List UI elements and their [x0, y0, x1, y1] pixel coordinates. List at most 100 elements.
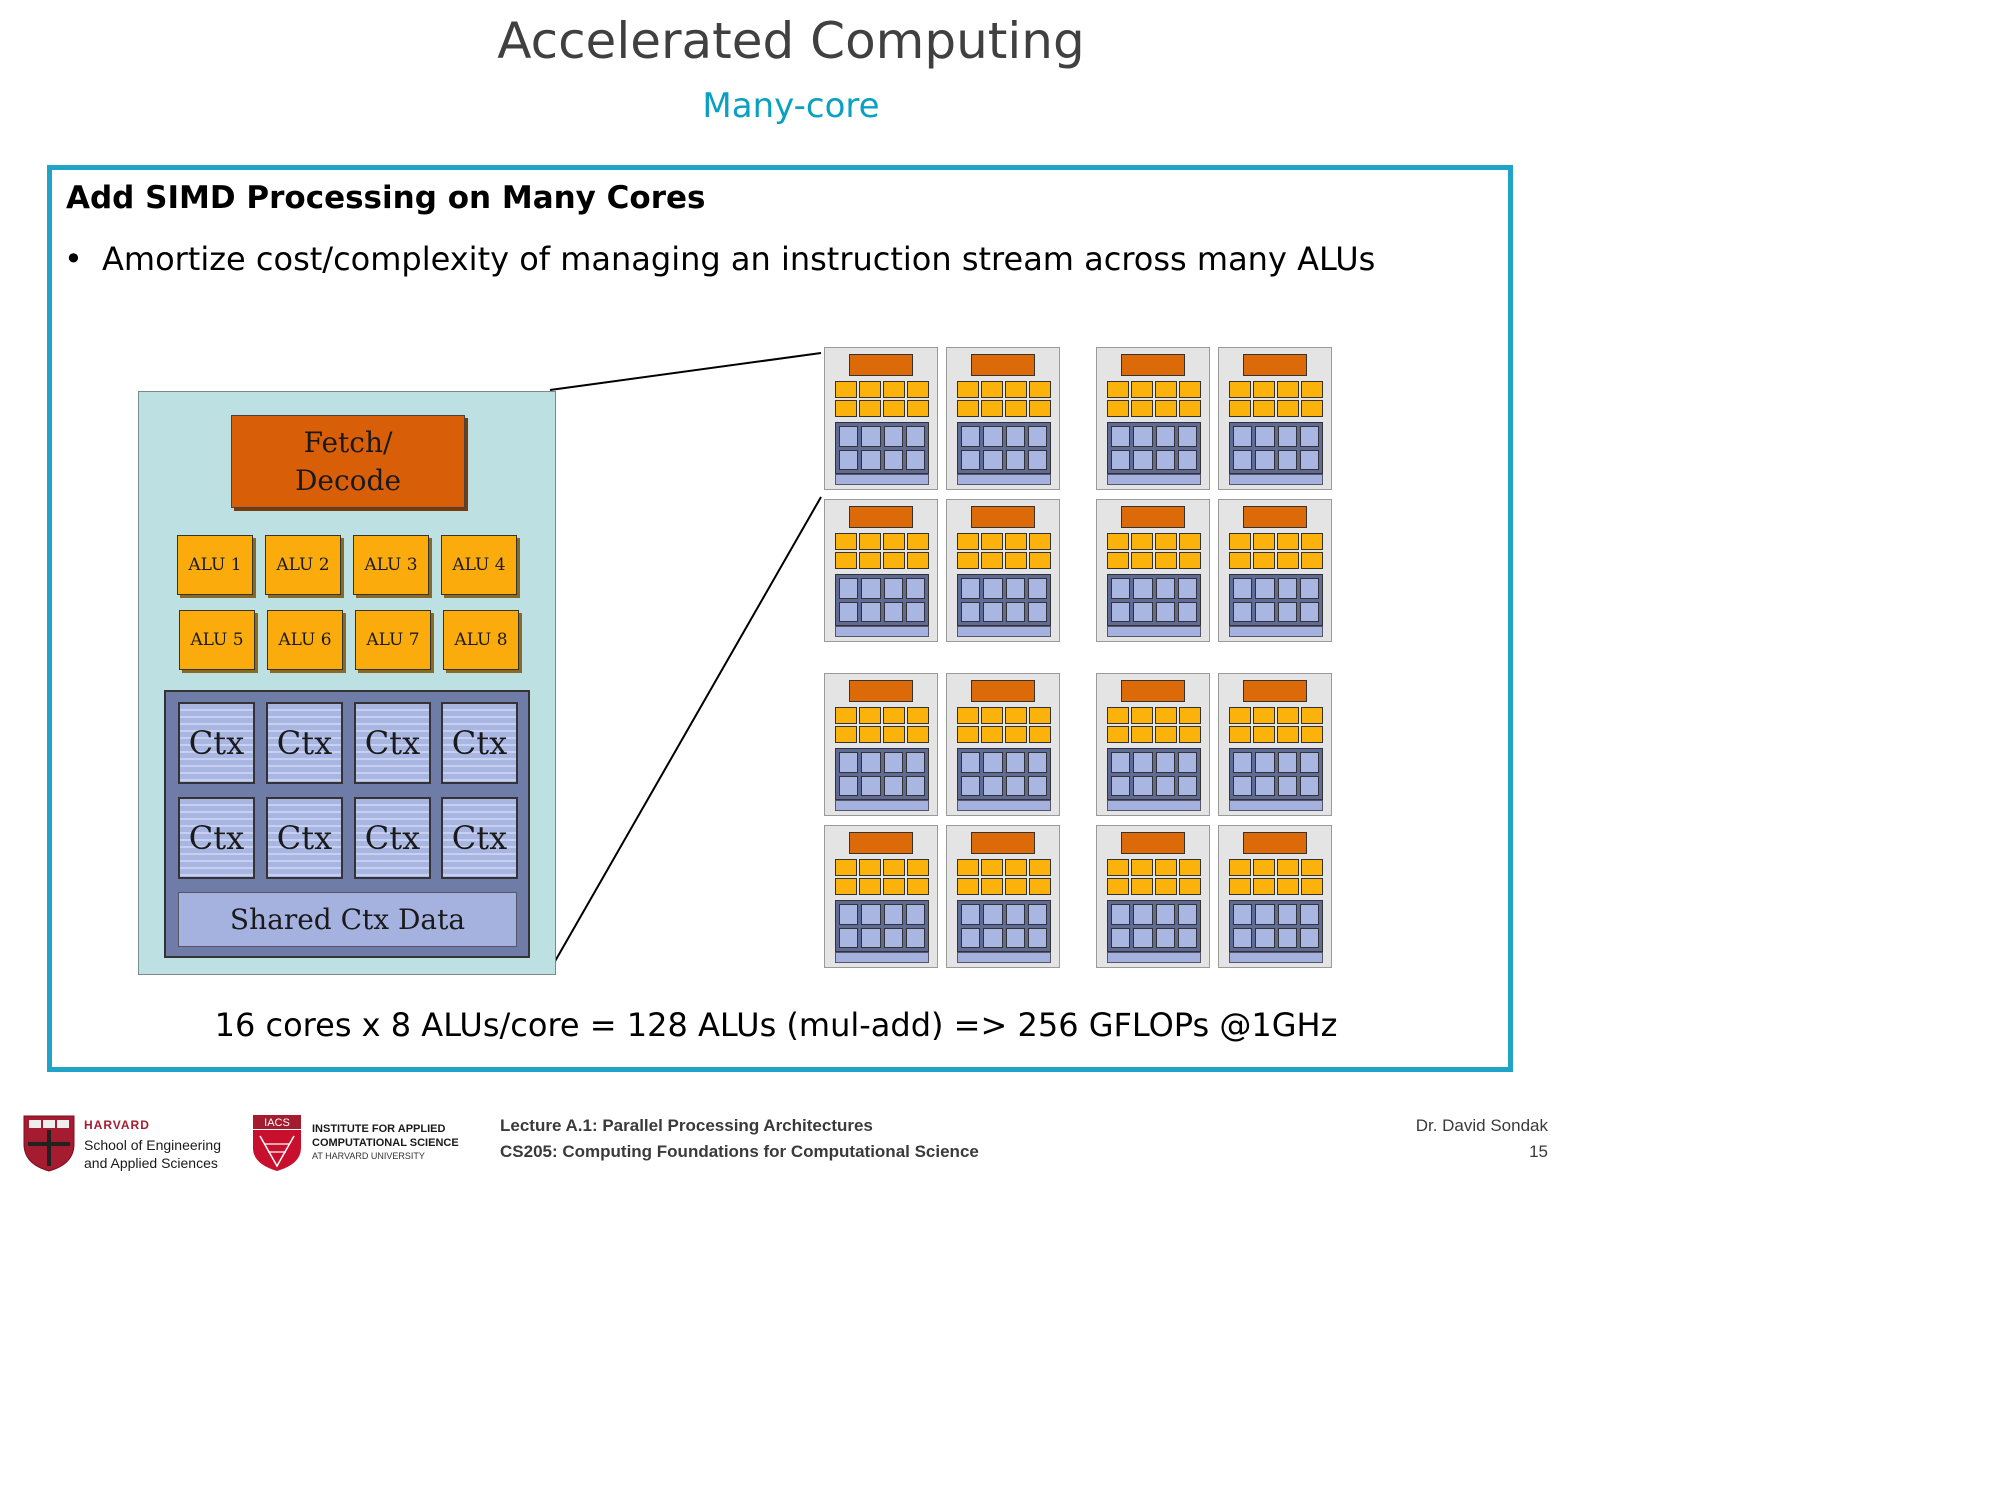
mini-context: [883, 601, 903, 622]
mini-alu: [1155, 381, 1177, 398]
mini-context: [1277, 578, 1297, 599]
mini-alu: [981, 859, 1003, 876]
mini-alu: [859, 859, 881, 876]
mini-context: [839, 904, 859, 925]
alu-unit: ALU 7: [355, 610, 431, 670]
mini-context: [1177, 775, 1197, 796]
mini-alu: [1005, 533, 1027, 550]
mini-context: [1255, 752, 1275, 773]
mini-context: [1155, 426, 1175, 447]
mini-alu: [957, 381, 979, 398]
mini-alu: [1229, 533, 1251, 550]
mini-alu: [1179, 533, 1201, 550]
mini-alu: [1005, 552, 1027, 569]
mini-alu: [1029, 878, 1051, 895]
mini-shared-context: [1229, 952, 1323, 963]
mini-alu: [1229, 878, 1251, 895]
mini-alu: [1029, 400, 1051, 417]
mini-shared-context: [1107, 952, 1201, 963]
mini-context: [1005, 601, 1025, 622]
mini-context: [1027, 601, 1047, 622]
mini-shared-context: [957, 626, 1051, 637]
mini-core: [824, 825, 938, 968]
mini-alu: [1005, 707, 1027, 724]
mini-alu: [1229, 381, 1251, 398]
mini-alu: [859, 726, 881, 743]
lecture-title: Lecture A.1: Parallel Processing Archite…: [500, 1116, 873, 1135]
alu-unit: ALU 6: [267, 610, 343, 670]
mini-context: [1111, 601, 1131, 622]
mini-context: [1005, 426, 1025, 447]
mini-alu: [907, 400, 929, 417]
mini-context: [1027, 904, 1047, 925]
mini-context: [1005, 578, 1025, 599]
mini-fetch-decode: [971, 506, 1035, 528]
mini-alu: [1229, 400, 1251, 417]
mini-context: [1133, 927, 1153, 948]
mini-context: [1233, 449, 1253, 470]
mini-alu: [1301, 859, 1323, 876]
summary-formula: 16 cores x 8 ALUs/core = 128 ALUs (mul-a…: [214, 1006, 1338, 1044]
mini-alu: [1155, 400, 1177, 417]
iacs-badge: IACS: [264, 1117, 290, 1129]
harvard-school-line2: and Applied Sciences: [84, 1155, 218, 1171]
mini-alu: [1253, 381, 1275, 398]
mini-alu: [907, 381, 929, 398]
mini-alu: [1301, 400, 1323, 417]
context-unit: Ctx: [354, 702, 431, 784]
mini-context-group: [1107, 900, 1201, 952]
mini-context: [1111, 927, 1131, 948]
mini-alu: [859, 381, 881, 398]
mini-core: [1218, 825, 1332, 968]
mini-alu: [1131, 707, 1153, 724]
mini-fetch-decode: [849, 506, 913, 528]
mini-alu: [883, 726, 905, 743]
mini-alu: [1155, 878, 1177, 895]
mini-context: [883, 578, 903, 599]
content-frame: [47, 165, 1513, 1072]
iacs-subline: AT HARVARD UNIVERSITY: [312, 1151, 425, 1161]
mini-alu: [981, 878, 1003, 895]
mini-context: [1177, 927, 1197, 948]
mini-context-group: [957, 422, 1051, 474]
context-label: Ctx: [188, 819, 245, 857]
mini-alu: [1131, 400, 1153, 417]
mini-context: [1299, 426, 1319, 447]
mini-context: [861, 752, 881, 773]
mini-context: [983, 904, 1003, 925]
mini-core: [1218, 673, 1332, 816]
mini-alu: [835, 400, 857, 417]
mini-context: [1027, 426, 1047, 447]
mini-context: [1111, 775, 1131, 796]
shared-context-data: Shared Ctx Data: [178, 892, 517, 947]
mini-context: [983, 449, 1003, 470]
mini-alu-group: [1107, 859, 1201, 895]
mini-alu: [1277, 859, 1299, 876]
mini-fetch-decode: [971, 832, 1035, 854]
mini-context: [1027, 449, 1047, 470]
mini-context: [861, 927, 881, 948]
mini-context: [839, 449, 859, 470]
mini-context: [1233, 775, 1253, 796]
iacs-logo: IACS: [253, 1115, 301, 1171]
mini-alu: [883, 707, 905, 724]
mini-shared-context: [957, 474, 1051, 485]
mini-context: [1299, 601, 1319, 622]
mini-context: [905, 904, 925, 925]
mini-context-group: [835, 422, 929, 474]
context-label: Ctx: [276, 819, 333, 857]
course-title: CS205: Computing Foundations for Computa…: [500, 1142, 979, 1161]
mini-alu: [1253, 707, 1275, 724]
mini-alu: [1229, 707, 1251, 724]
mini-context: [1255, 426, 1275, 447]
mini-context: [1277, 927, 1297, 948]
mini-alu: [835, 552, 857, 569]
mini-context: [861, 426, 881, 447]
mini-alu: [1277, 726, 1299, 743]
mini-alu: [957, 726, 979, 743]
mini-alu: [1253, 400, 1275, 417]
context-unit: Ctx: [441, 702, 518, 784]
mini-context: [1299, 578, 1319, 599]
mini-shared-context: [1229, 626, 1323, 637]
context-unit: Ctx: [354, 797, 431, 879]
